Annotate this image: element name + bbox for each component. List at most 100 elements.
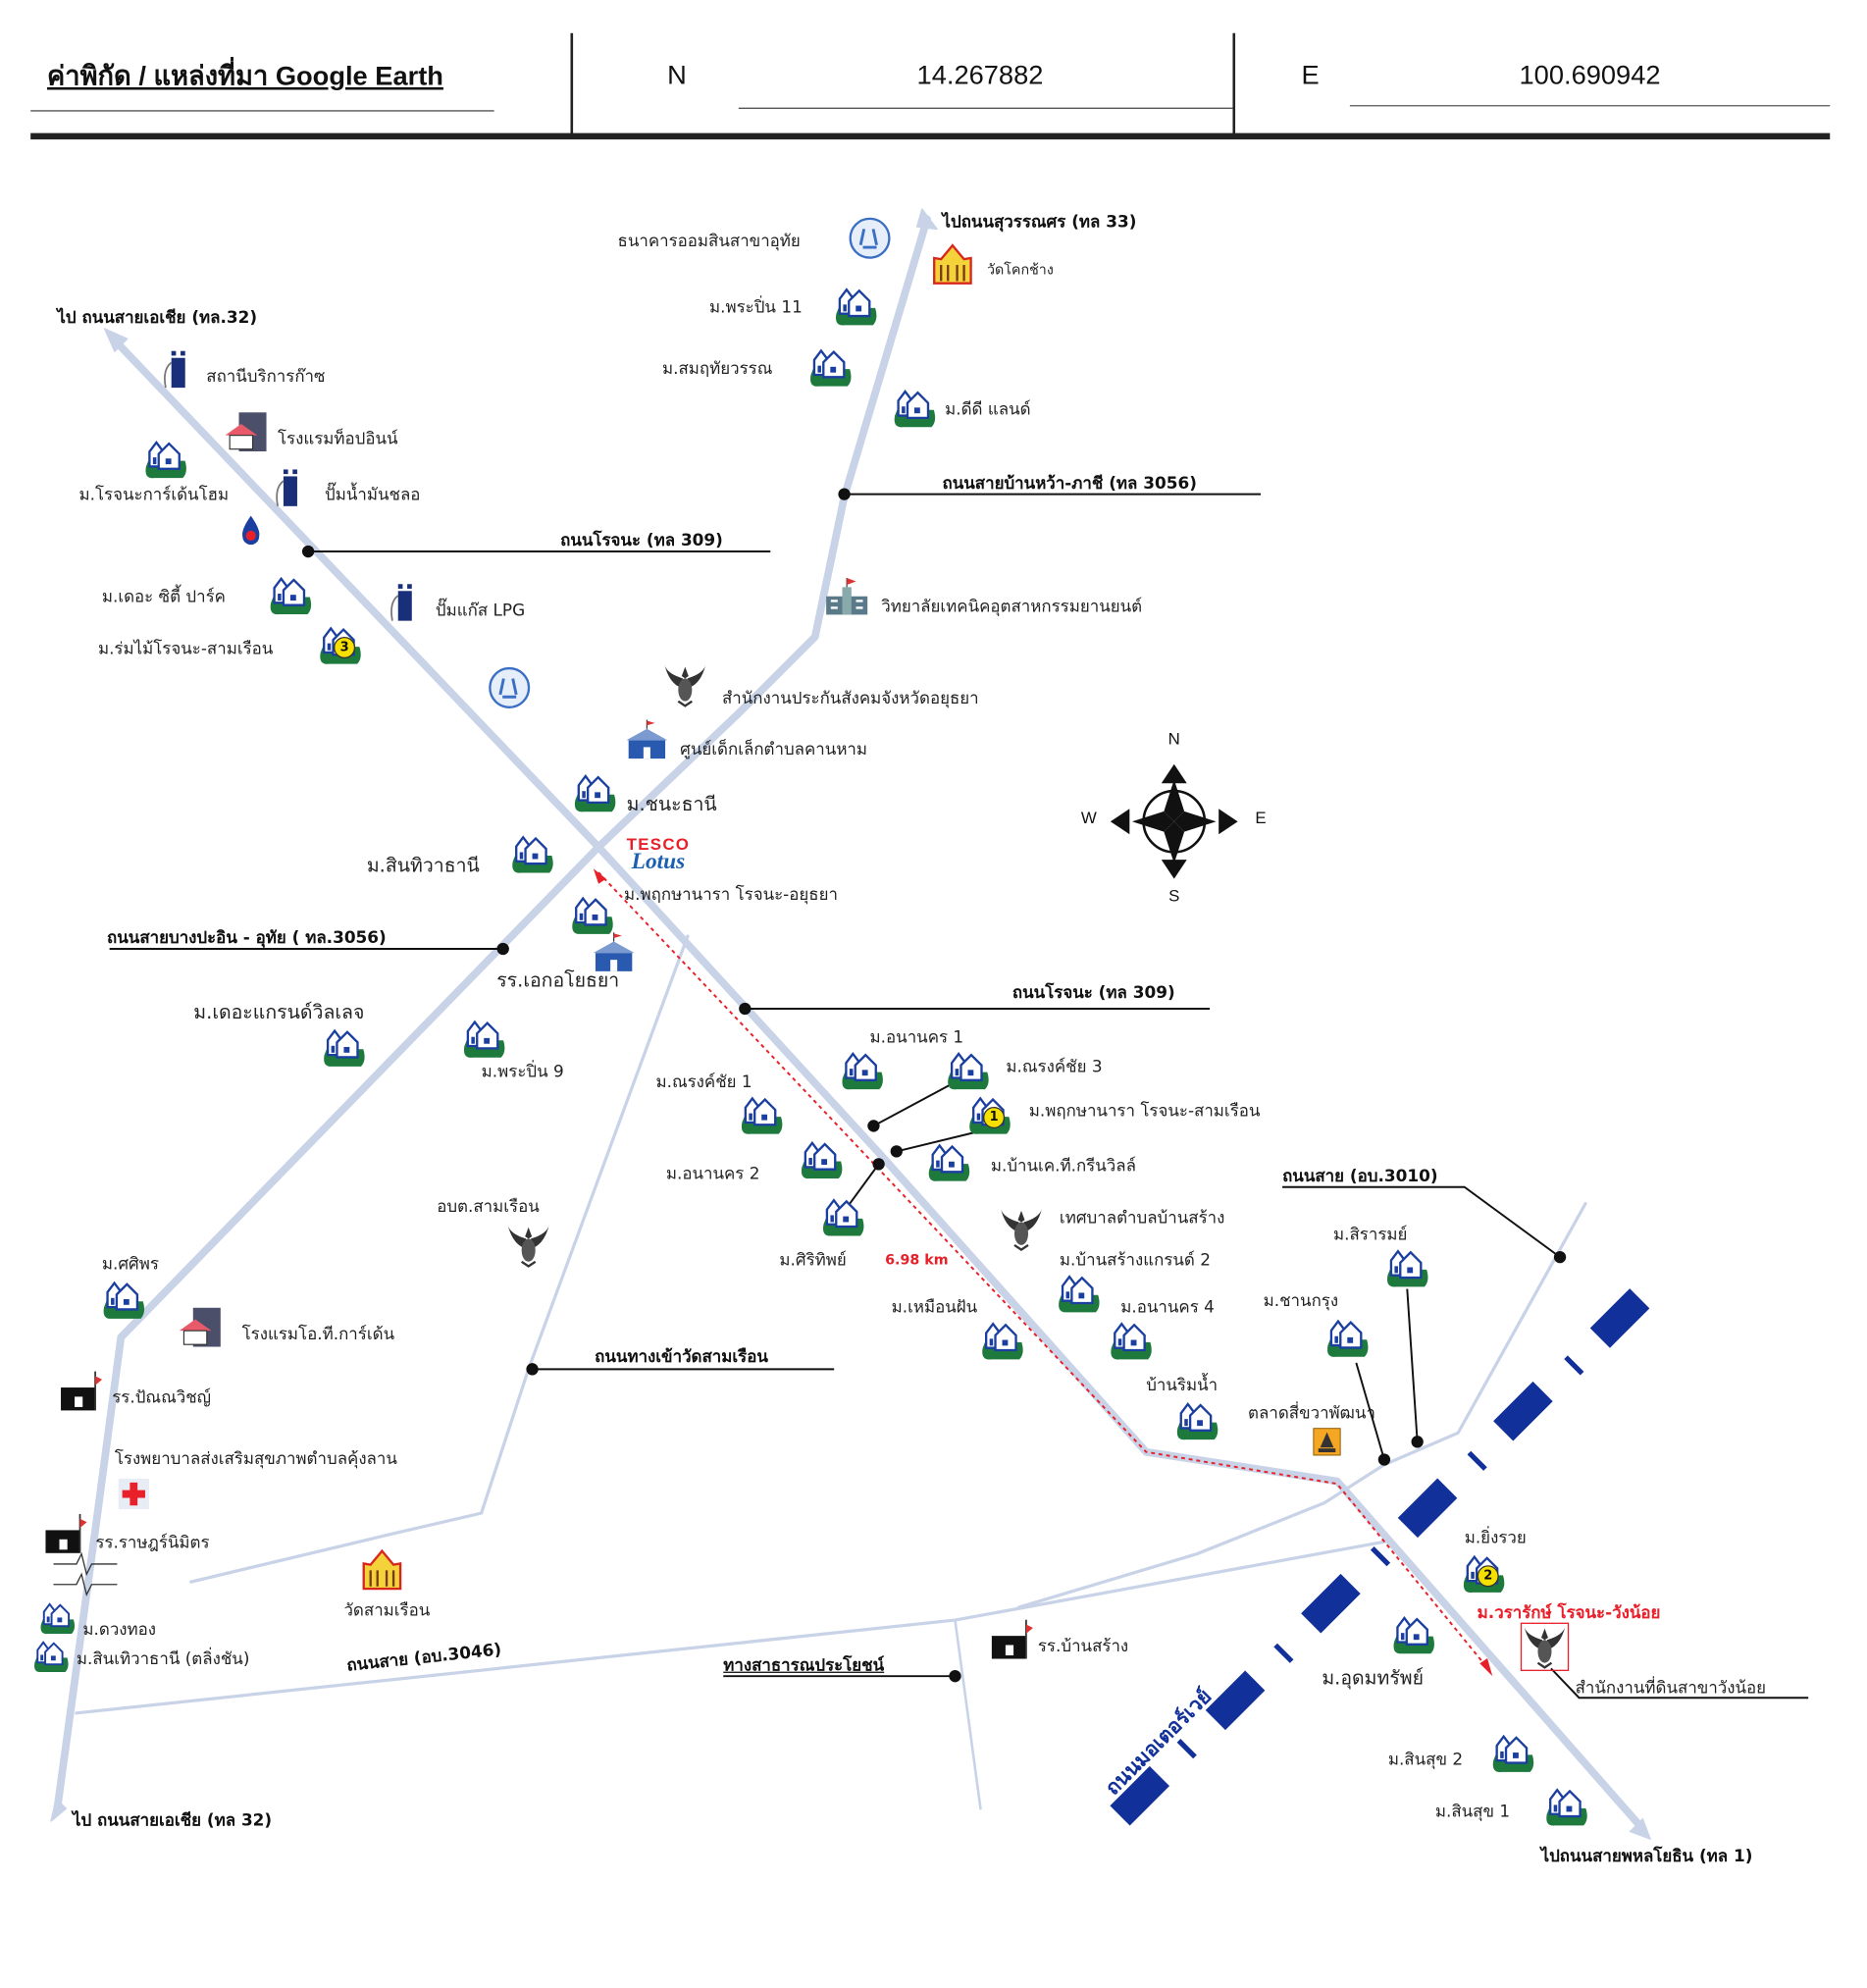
school-building-icon (990, 1617, 1036, 1663)
place-label: รร.ปัณณวิชญ์ (112, 1388, 212, 1408)
place-label: ม.อนานคร 4 (1120, 1298, 1215, 1318)
place-label: สำนักงานที่ดินสาขาวังน้อย (1575, 1679, 1767, 1699)
house-icon (31, 1637, 70, 1675)
house-icon (321, 1024, 367, 1071)
garuda-emblem-icon (662, 662, 708, 708)
place-label: ม.สิรารมย์ (1333, 1226, 1408, 1245)
place-label: ม.สินสุข 1 (1434, 1803, 1511, 1822)
place-label: อบต.สามเรือน (437, 1197, 540, 1218)
hotel-icon (223, 410, 269, 456)
compass-rose-icon (1110, 763, 1238, 879)
school-building-icon (43, 1512, 89, 1558)
place-label: ปั๊มแก๊ส LPG (435, 602, 526, 621)
place-label: สถานีบริการก๊าซ (206, 367, 326, 387)
place-label: ม.เดอะ ซิตี้ ปาร์ค (101, 588, 226, 607)
place-label: ม.ร่มไม้โรจนะ-สามเรือน (97, 640, 274, 659)
house-icon (509, 830, 555, 876)
house-icon (1108, 1317, 1154, 1363)
place-label: ม.สมฤทัยวรรณ (661, 359, 773, 380)
place-label: ศูนย์เด็กเล็กตำบลคานหาม (680, 740, 868, 760)
road-label: ไป ถนนสายเอเชีย (ทล 32) (72, 1811, 273, 1831)
place-label: โรงแรมโอ.ที.การ์เด้น (241, 1325, 395, 1345)
place-label: ปั๊มน้ำมันชลอ (324, 486, 421, 505)
place-label: โรงพยาบาลส่งเสริมสุขภาพตำบลคุ้งลาน (114, 1449, 397, 1470)
gas-pump-icon (155, 346, 201, 392)
place-label: ม.ยิ่งรวย (1464, 1529, 1527, 1548)
place-label: ม.พฤกษานารา โรจนะ-อยุธยา (624, 885, 838, 906)
compass-west: W (1080, 808, 1097, 828)
house-icon (1543, 1783, 1589, 1829)
place-label: ม.บ้านสร้างแกรนด์ 2 (1059, 1251, 1211, 1271)
house-icon (1324, 1315, 1371, 1361)
place-label: ตลาดสี่ขวาพัฒนา (1248, 1404, 1375, 1424)
place-label: เทศบาลตำบลบ้านสร้าง (1059, 1209, 1225, 1229)
place-label: บ้านริมน้ำ (1146, 1376, 1219, 1395)
place-label: โรงแรมท็อปอินน์ (277, 430, 398, 449)
place-label: ธนาคารออมสินสาขาอุทัย (617, 232, 801, 252)
compass-south: S (1168, 885, 1180, 906)
house-icon (833, 283, 879, 329)
place-label: วัดสามเรือน (343, 1601, 431, 1621)
house-icon (945, 1047, 991, 1093)
road-label: ทางสาธารณประโยชน์ (723, 1656, 885, 1676)
north-value: 14.267882 (916, 61, 1044, 91)
place-label: ม.สินสุข 2 (1387, 1751, 1464, 1770)
bank-icon (847, 215, 893, 261)
road-label: ไปถนนสุวรรณศร (ทล 33) (942, 213, 1137, 233)
east-value: 100.690942 (1519, 61, 1661, 91)
bank-icon (487, 665, 533, 711)
house-icon (820, 1193, 866, 1239)
garuda-emblem-icon (505, 1223, 551, 1269)
power-line-icon (53, 1551, 118, 1596)
ptt-logo-icon (234, 513, 268, 547)
garuda-emblem-icon (999, 1206, 1045, 1252)
distance-label: 6.98 km (885, 1251, 949, 1269)
house-icon (461, 1016, 507, 1062)
gas-pump-icon (268, 465, 314, 511)
school-icon (624, 719, 670, 765)
house-icon (1056, 1270, 1102, 1316)
house-icon (892, 385, 938, 431)
market-icon (1308, 1423, 1346, 1461)
red-cross-icon (115, 1475, 153, 1513)
place-label: สำนักงานประกันสังคมจังหวัดอยุธยา (721, 689, 979, 709)
north-label: N (667, 61, 687, 91)
road-label: ถนนสายบ้านหว้า-ภาชี (ทล 3056) (942, 474, 1197, 494)
place-label: รร.ราษฎร์นิมิตร (95, 1534, 210, 1553)
place-label: ม.ณรงค์ชัย 3 (1006, 1057, 1103, 1077)
road-label: ถนนโรจนะ (ทล 309) (560, 531, 723, 551)
house-icon: 1 (966, 1091, 1012, 1137)
place-label: ม.บ้านเค.ที.กรีนวิลล์ (990, 1157, 1136, 1177)
place-label: ม.โรจนะการ์เด้นโฮม (78, 486, 230, 505)
place-label: ม.เดอะแกรนด์วิลเลจ (193, 1000, 365, 1023)
house-icon (572, 769, 618, 815)
house-icon (268, 572, 314, 618)
place-label: วิทยาลัยเทคนิคอุตสาหกรรมยานยนต์ (881, 598, 1143, 617)
place-label: ม.เหมือนฝัน (891, 1298, 978, 1318)
house-icon (1174, 1397, 1220, 1443)
land-office-garuda-icon (1520, 1622, 1570, 1671)
temple-icon (359, 1547, 405, 1594)
road-label: ถนนโรจนะ (ทล 309) (1011, 983, 1175, 1004)
place-label: ม.ดวงทอง (82, 1620, 157, 1641)
place-label: รร.เอกอโยธยา (496, 968, 620, 992)
house-icon (1490, 1730, 1536, 1776)
place-label: ม.พระปิ่น 11 (708, 298, 803, 318)
place-label: ม.อนานคร 1 (869, 1028, 964, 1048)
house-icon (839, 1047, 885, 1093)
place-label: ม.ศศิพร (101, 1255, 159, 1275)
road-label: ไป ถนนสายเอเชีย (ทล.32) (57, 308, 258, 329)
road-label: ไปถนนสายพหลโยธิน (ทล 1) (1540, 1847, 1753, 1867)
place-label: ม.อนานคร 2 (665, 1165, 760, 1184)
house-icon (799, 1136, 845, 1182)
road-label: ถนนทางเข้าวัดสามเรือน (595, 1347, 768, 1368)
house-icon (1390, 1611, 1436, 1657)
place-label: รร.บ้านสร้าง (1037, 1637, 1129, 1657)
highlighted-place-label: ม.วรารักษ์ โรจนะ-วังน้อย (1477, 1603, 1661, 1624)
house-icon (569, 892, 615, 938)
place-label: ม.สินทิวาธานี (366, 854, 480, 877)
school-building-icon (59, 1369, 105, 1415)
